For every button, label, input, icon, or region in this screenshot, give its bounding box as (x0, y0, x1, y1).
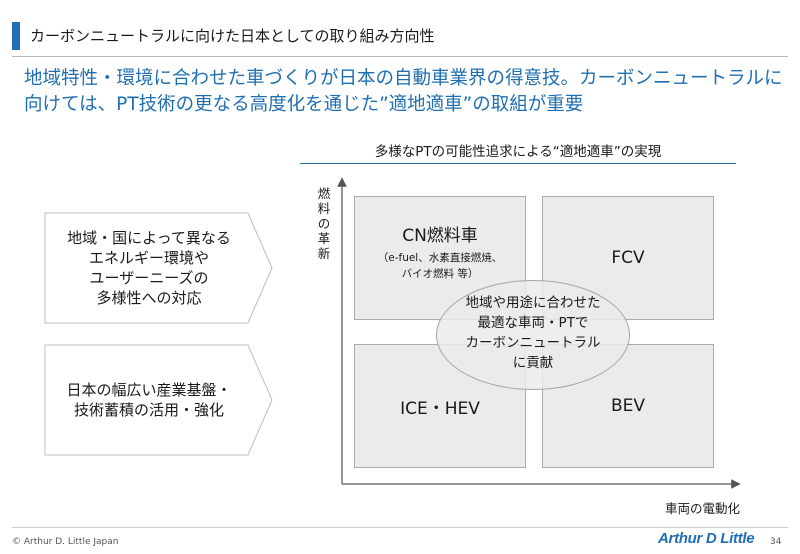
quadrant-label: ICE・HEV (400, 398, 480, 419)
chevron-text: 日本の幅広い産業基盤・ 技術蓄積の活用・強化 (66, 381, 232, 419)
x-axis-label: 車両の電動化 (664, 501, 740, 516)
center-ellipse (436, 280, 630, 390)
page-number: 34 (770, 537, 782, 547)
quadrant-label: BEV (610, 396, 646, 416)
slide-title: カーボンニュートラルに向けた日本としての取り組み方向性 (30, 27, 435, 45)
title-divider (12, 56, 788, 57)
quadrant-label: CN燃料車 (402, 225, 478, 246)
company-logo: Arthur D Little (658, 530, 755, 547)
quadrant-sublabel: （e-fuel、水素直接燃焼、 バイオ燃料 等） (377, 251, 503, 280)
center-message: 地域や用途に合わせた 最適な車両・PTで カーボンニュートラル に貢献 (465, 295, 601, 371)
chevron-text: 地域・国によって異なる エネルギー環境や ユーザーニーズの 多様性への対応 (67, 229, 231, 307)
chevron-diversity: 地域・国によって異なる エネルギー環境や ユーザーニーズの 多様性への対応 (44, 212, 274, 324)
quadrant-fcv: FCV (542, 196, 714, 320)
chevron-shape (44, 344, 273, 456)
copyright: © Arthur D. Little Japan (12, 537, 119, 547)
quadrant-label: FCV (611, 248, 645, 268)
footer-divider (12, 527, 788, 528)
lead-message: 地域特性・環境に合わせた車づくりが日本の自動車業界の得意技。カーボンニュートラル… (24, 68, 783, 115)
title-accent-bar (12, 22, 20, 50)
chevron-shape (44, 212, 273, 324)
concept-divider (300, 163, 736, 164)
concept-title: 多様なPTの可能性追求による“適地適車”の実現 (374, 144, 662, 160)
y-axis-label: 燃料の革新 (317, 186, 331, 261)
chevron-industrial-base: 日本の幅広い産業基盤・ 技術蓄積の活用・強化 (44, 344, 274, 456)
